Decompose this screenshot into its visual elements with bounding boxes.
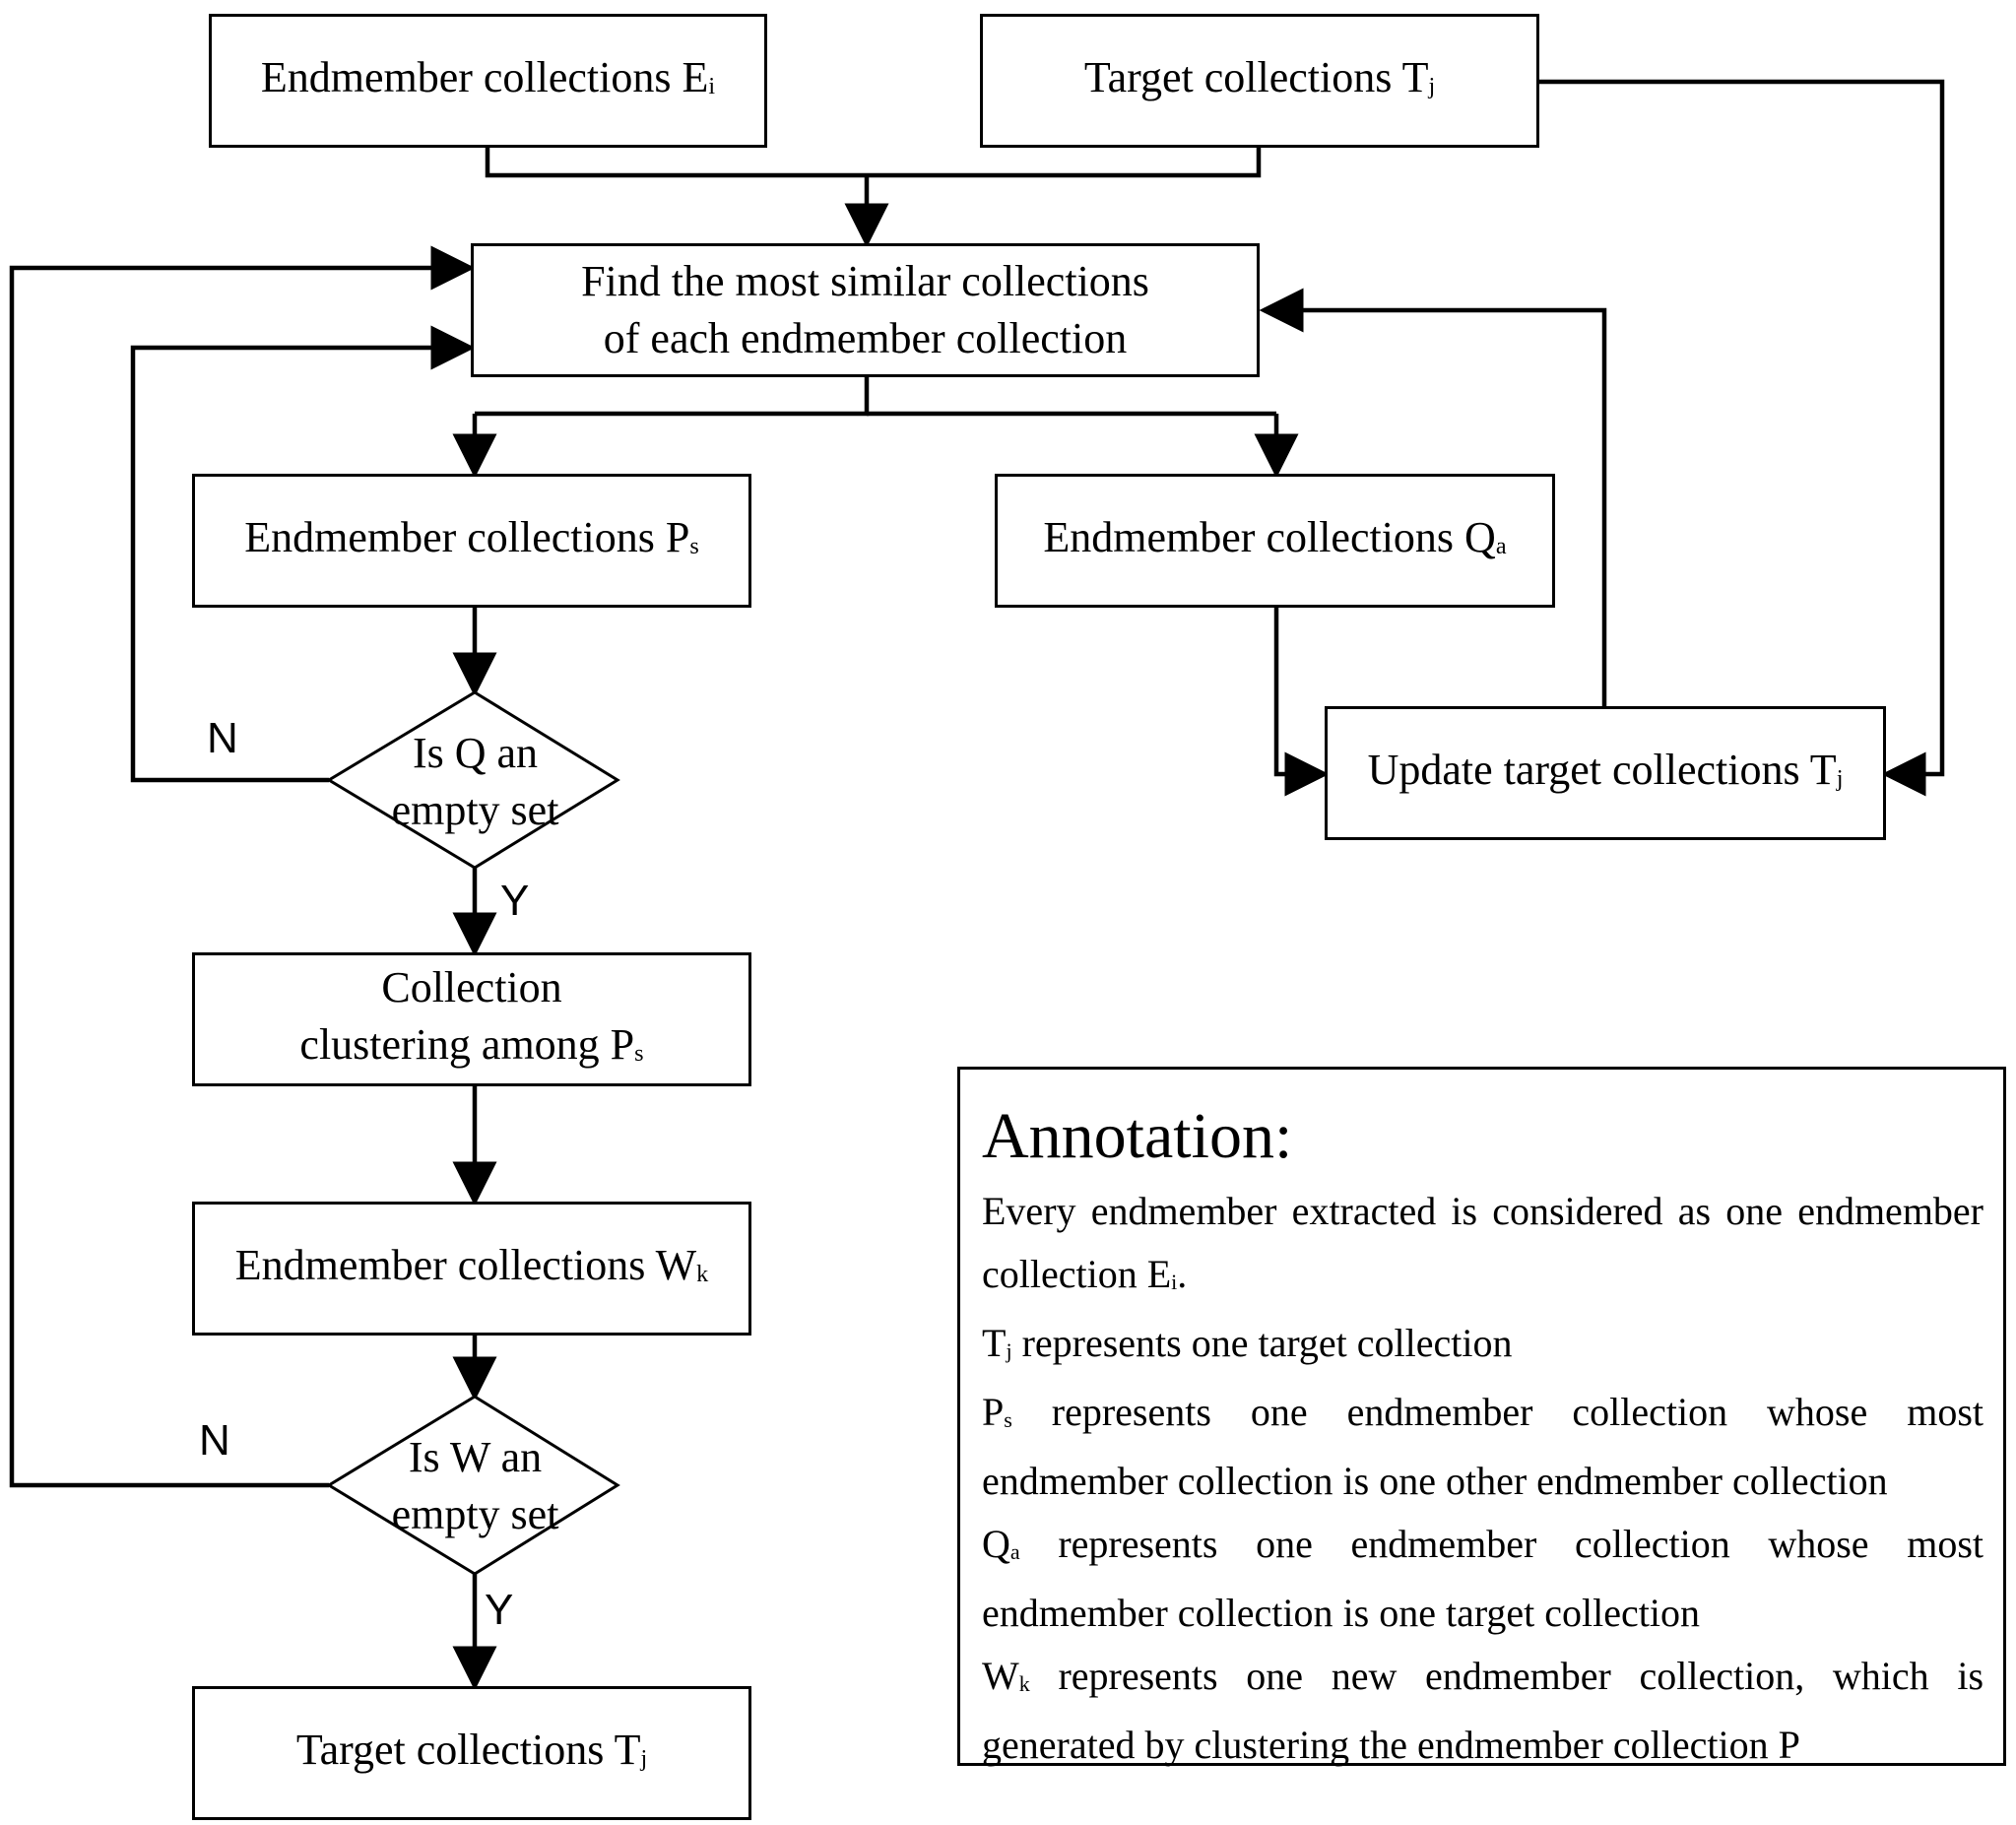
arrow-decision-q-no — [130, 325, 476, 783]
node-clustering-sub: s — [634, 1039, 644, 1067]
node-clustering-text: Collection clustering among P — [299, 962, 635, 1069]
annotation-line: Wk represents one new endmember collecti… — [982, 1645, 1983, 1777]
node-ei-text: Endmember collections E — [260, 52, 709, 101]
annotation-line: Every endmember extracted is considered … — [982, 1180, 1983, 1312]
annotation-tail-sub: i — [1171, 1270, 1178, 1295]
decision-q-text: Is Q an empty set — [391, 729, 559, 834]
annotation-text: represents one endmember collection whos… — [982, 1390, 1983, 1503]
decision-q-shape — [326, 690, 620, 870]
decision-w-text: Is W an empty set — [391, 1433, 559, 1538]
annotation-text: represents one new endmember collection,… — [982, 1654, 1984, 1767]
node-tj-top-sub: j — [1428, 72, 1436, 99]
annotation-symbol-sub: j — [1006, 1338, 1012, 1364]
node-find-similar: Find the most similar collections of eac… — [471, 243, 1260, 377]
annotation-tail: . — [1177, 1252, 1188, 1296]
annotation-symbol-sub: s — [1004, 1407, 1012, 1433]
annotation-symbol: P — [982, 1390, 1005, 1434]
node-tj-bottom-sub: j — [640, 1744, 648, 1772]
node-ps-sub: s — [689, 532, 699, 559]
annotation-symbol: T — [982, 1321, 1007, 1365]
node-target-collections-tj-bottom: Target collections Tj — [192, 1686, 751, 1820]
annotation-line: Tj represents one target collection — [982, 1312, 1983, 1381]
connector-find-split — [475, 377, 870, 417]
node-update-sub: j — [1836, 764, 1844, 792]
node-qa-sub: a — [1495, 532, 1507, 559]
node-ei-sub: i — [708, 72, 716, 99]
annotation-symbol-sub: k — [1018, 1671, 1030, 1697]
edge-label-w-no: N — [199, 1416, 230, 1465]
annotation-box: Annotation: Every endmember extracted is… — [957, 1067, 2006, 1767]
node-tj-top-text: Target collections T — [1083, 52, 1429, 101]
annotation-symbol-sub: a — [1009, 1539, 1020, 1565]
annotation-text: represents one endmember collection whos… — [982, 1522, 1983, 1635]
node-endmember-collections-qa: Endmember collections Qa — [995, 474, 1555, 608]
decision-w-shape — [326, 1395, 620, 1576]
node-ps-text: Endmember collections P — [244, 512, 690, 561]
node-wk-sub: k — [696, 1260, 709, 1287]
node-wk-text: Endmember collections W — [234, 1240, 697, 1289]
arrow-qa-to-update — [1273, 608, 1330, 797]
arrow-update-to-find — [1259, 288, 1607, 706]
node-tj-bottom-text: Target collections T — [295, 1725, 641, 1774]
annotation-symbol: Q — [982, 1522, 1010, 1566]
edge-label-q-no: N — [207, 714, 238, 762]
node-qa-text: Endmember collections Q — [1043, 512, 1496, 561]
edge-label-w-yes: Y — [485, 1586, 514, 1634]
edge-label-q-yes: Y — [500, 877, 530, 925]
node-endmember-collections-ei: Endmember collections Ei — [209, 14, 767, 148]
annotation-symbol: W — [982, 1654, 1019, 1698]
annotation-title: Annotation: — [982, 1100, 1293, 1172]
node-endmember-collections-wk: Endmember collections Wk — [192, 1202, 751, 1336]
annotation-line: Ps represents one endmember collection w… — [982, 1381, 1983, 1513]
connector-tj-to-merge — [867, 146, 1262, 178]
annotation-text: represents one target collection — [1021, 1321, 1513, 1365]
node-target-collections-tj-top: Target collections Tj — [980, 14, 1539, 148]
annotation-line: Qa represents one endmember collection w… — [982, 1513, 1983, 1645]
node-find-similar-text: Find the most similar collections of eac… — [581, 257, 1149, 362]
annotation-text: Every endmember extracted is considered … — [982, 1189, 1983, 1296]
node-endmember-collections-ps: Endmember collections Ps — [192, 474, 751, 608]
annotation-lines: Every endmember extracted is considered … — [982, 1180, 1983, 1777]
arrow-decision-w-no — [9, 245, 476, 1488]
node-collection-clustering: Collection clustering among Ps — [192, 952, 751, 1086]
node-update-target-collections: Update target collections Tj — [1325, 706, 1886, 840]
connector-ei-to-merge — [485, 146, 867, 178]
node-update-text: Update target collections T — [1367, 745, 1837, 794]
arrow-tj-to-update — [1539, 79, 1945, 797]
